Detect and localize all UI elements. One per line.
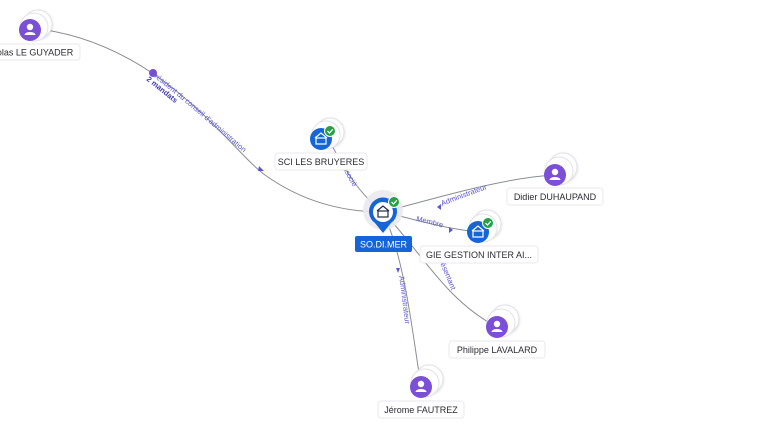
edge-label-gie[interactable]: Membre xyxy=(416,214,445,229)
edge-arrow-icon xyxy=(449,227,453,233)
verified-check-icon xyxy=(324,125,336,137)
node-jerome[interactable]: Jérome FAUTREZ xyxy=(377,364,465,419)
main-node-label: SO.DI.MER xyxy=(360,240,408,250)
edge-label-nicolas[interactable]: Président du conseil d'administration xyxy=(149,68,248,154)
node-didier[interactable]: Didier DUHAUPAND xyxy=(506,152,604,206)
node-philippe[interactable]: Philippe LAVALARD xyxy=(448,304,546,359)
node-sci[interactable]: SCI LES BRUYERES xyxy=(274,117,368,171)
main-node-badge xyxy=(355,236,412,252)
edge-labels: Président du conseil d'administration 2 … xyxy=(145,68,489,324)
verified-check-icon xyxy=(388,196,400,208)
main-node[interactable]: SO.DI.MER xyxy=(355,190,412,252)
edge-arrow-icon xyxy=(258,166,264,171)
building-icon xyxy=(376,205,390,218)
node-nicolas[interactable]: olas LE GUYADER xyxy=(0,9,81,61)
node-label-didier: Didier DUHAUPAND xyxy=(514,192,597,202)
node-label-jerome: Jérome FAUTREZ xyxy=(384,405,458,415)
node-label-gie: GIE GESTION INTER AI... xyxy=(426,250,532,260)
node-label-nicolas: olas LE GUYADER xyxy=(0,48,74,58)
edges xyxy=(29,27,556,387)
edge-arrow-icon xyxy=(396,268,400,273)
edge-mandate-marker-icon xyxy=(149,69,157,77)
edge-label-jerome[interactable]: Administrateur xyxy=(397,275,412,325)
node-label-philippe: Philippe LAVALARD xyxy=(457,345,538,355)
node-label-sci: SCI LES BRUYERES xyxy=(278,157,365,167)
node-gie[interactable]: GIE GESTION INTER AI... xyxy=(419,209,539,264)
edge-arrow-icon xyxy=(437,204,441,210)
verified-check-icon xyxy=(482,217,494,229)
